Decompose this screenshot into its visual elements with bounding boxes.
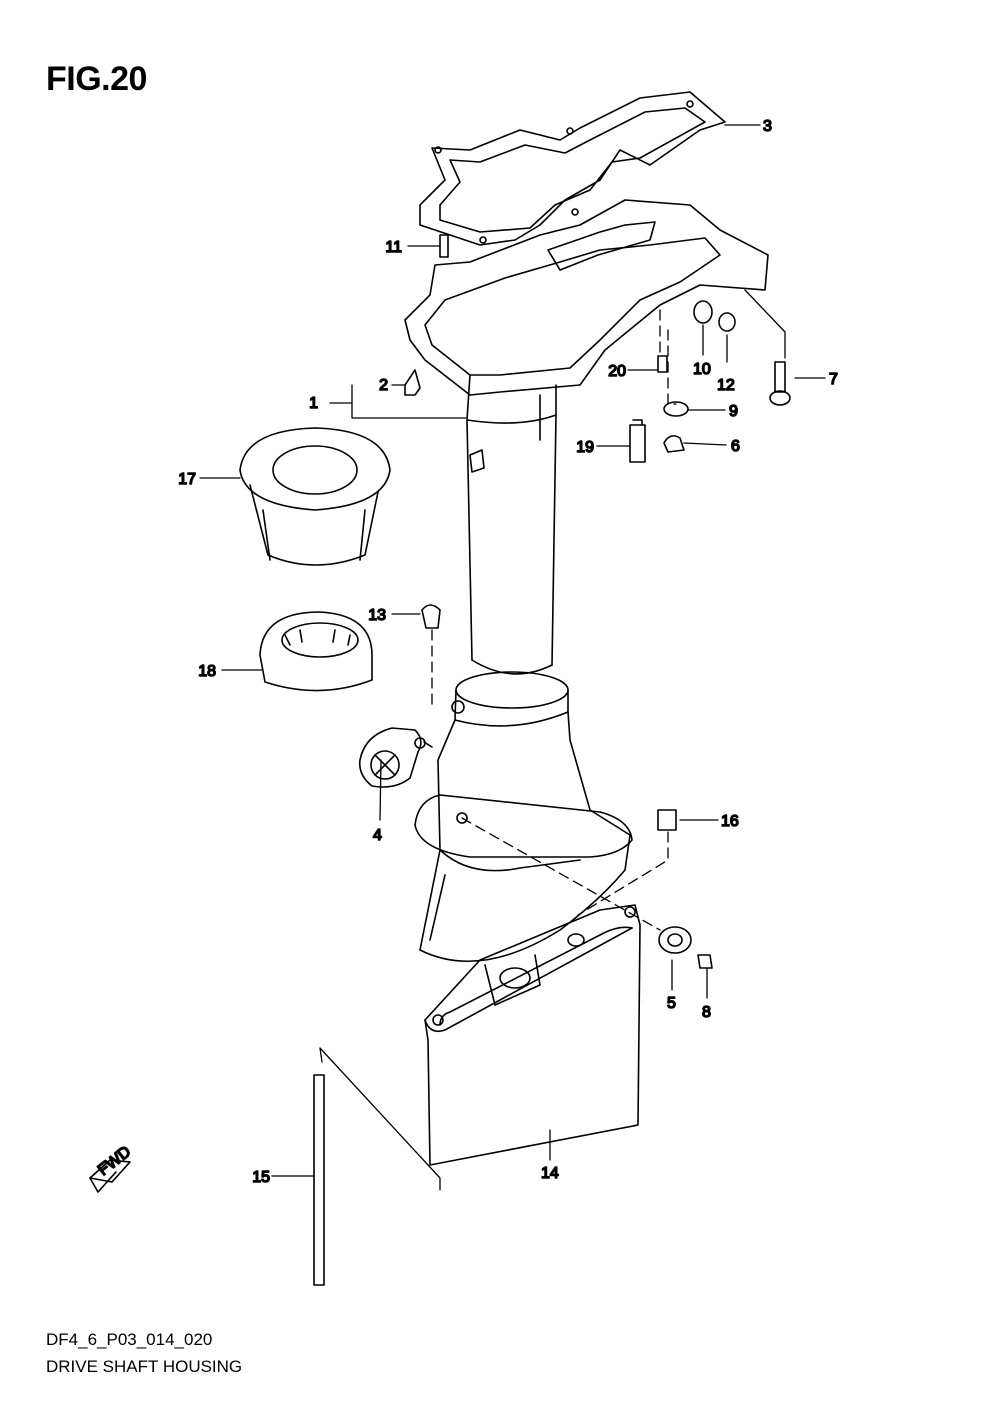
- plug-part-12: [718, 312, 736, 332]
- drawing-name: DRIVE SHAFT HOUSING: [46, 1357, 243, 1376]
- callout-12: 12: [717, 377, 735, 394]
- callout-16: 16: [721, 813, 739, 830]
- callout-5: 5: [667, 995, 676, 1012]
- screw-part-8: [697, 954, 713, 969]
- bolt-part-7: [769, 361, 791, 406]
- callout-17: 17: [178, 471, 196, 488]
- callout-4: 4: [373, 827, 382, 844]
- cap-part-16: [657, 809, 677, 831]
- callout-15: 15: [252, 1169, 270, 1186]
- stud-part-15: [313, 1074, 325, 1286]
- gasket-part-3: [419, 91, 726, 246]
- mount-bush-part-17: [239, 427, 391, 566]
- fwd-arrow-icon: FWD: [89, 1143, 135, 1193]
- seal-ring-part-18: [259, 611, 373, 692]
- pin-part-11: [439, 234, 449, 258]
- callout-13: 13: [368, 607, 386, 624]
- grease-nipple-part-2: [404, 369, 421, 396]
- figure-title: FIG.20: [46, 60, 147, 98]
- sleeve-part-19: [629, 419, 646, 463]
- callout-11: 11: [385, 239, 402, 256]
- grommet-part-5: [658, 926, 692, 954]
- callout-2: 2: [379, 377, 388, 394]
- callout-9: 9: [729, 403, 738, 420]
- callout-19: 19: [576, 439, 594, 456]
- lower-cover-part-14: [424, 904, 641, 1166]
- plug-part-13: [421, 604, 441, 629]
- callout-6: 6: [731, 438, 740, 455]
- callout-7: 7: [829, 371, 838, 388]
- callout-14: 14: [541, 1165, 559, 1182]
- leader-lines: [199, 124, 826, 1191]
- callout-1: 1: [309, 395, 318, 412]
- plug-part-20: [657, 355, 668, 373]
- callout-18: 18: [198, 663, 216, 680]
- drawing-code: DF4_6_P03_014_020: [46, 1330, 213, 1349]
- plate-part-4: [358, 727, 433, 788]
- callout-20: 20: [608, 363, 626, 380]
- washer-part-9: [663, 401, 689, 417]
- callout-10: 10: [693, 361, 711, 378]
- callout-8: 8: [702, 1004, 711, 1021]
- drive-shaft-housing-part-1: [404, 199, 769, 963]
- callout-3: 3: [763, 118, 772, 135]
- plug-part-6: [663, 435, 685, 453]
- callout-labels: 1 2 3 4 5 6 7 8 9 10 11 12 13 14 15 16 1…: [177, 117, 838, 1187]
- washer-part-10: [693, 300, 713, 324]
